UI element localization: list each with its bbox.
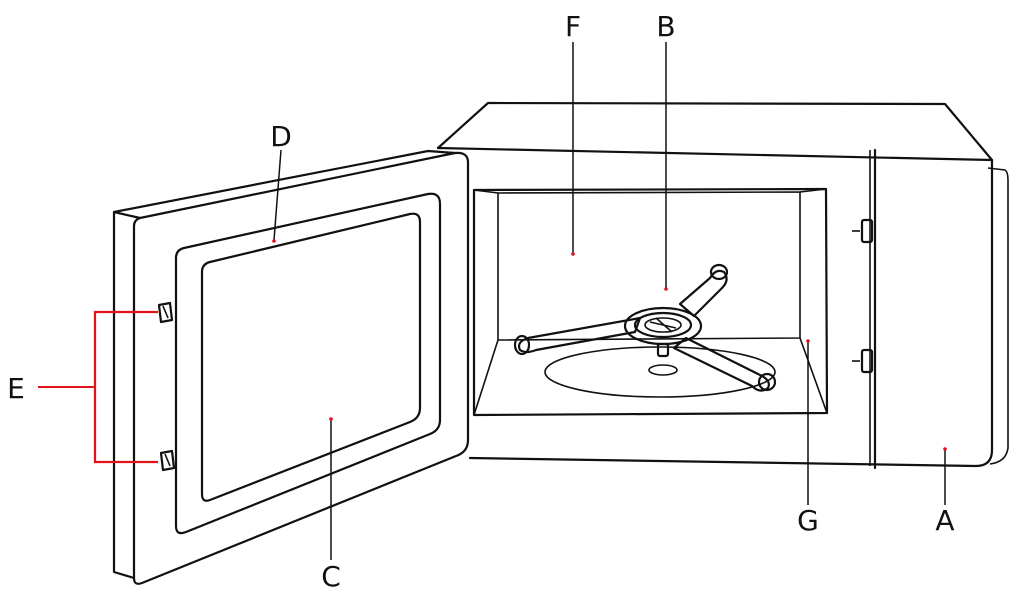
latch-bracket: [38, 310, 158, 464]
roller-ring: [513, 263, 777, 392]
label-a: A: [935, 504, 954, 537]
microwave-door: [112, 149, 470, 585]
door-latch-upper: [157, 301, 174, 324]
label-e: E: [7, 372, 25, 405]
label-f: F: [565, 10, 581, 43]
label-c: C: [321, 560, 341, 592]
microwave-body: [436, 101, 1009, 470]
door-seal-frame: [174, 192, 442, 535]
latch-slot-lower: [852, 348, 874, 374]
door-latch-lower: [159, 449, 176, 472]
label-b: B: [656, 10, 675, 43]
turntable-tray: [544, 346, 776, 398]
label-d: D: [270, 120, 292, 153]
oven-cavity: [472, 187, 829, 417]
leader-lines: [272, 42, 947, 560]
door-window: [200, 212, 422, 502]
latch-slot-upper: [852, 218, 874, 244]
label-g: G: [797, 504, 819, 537]
